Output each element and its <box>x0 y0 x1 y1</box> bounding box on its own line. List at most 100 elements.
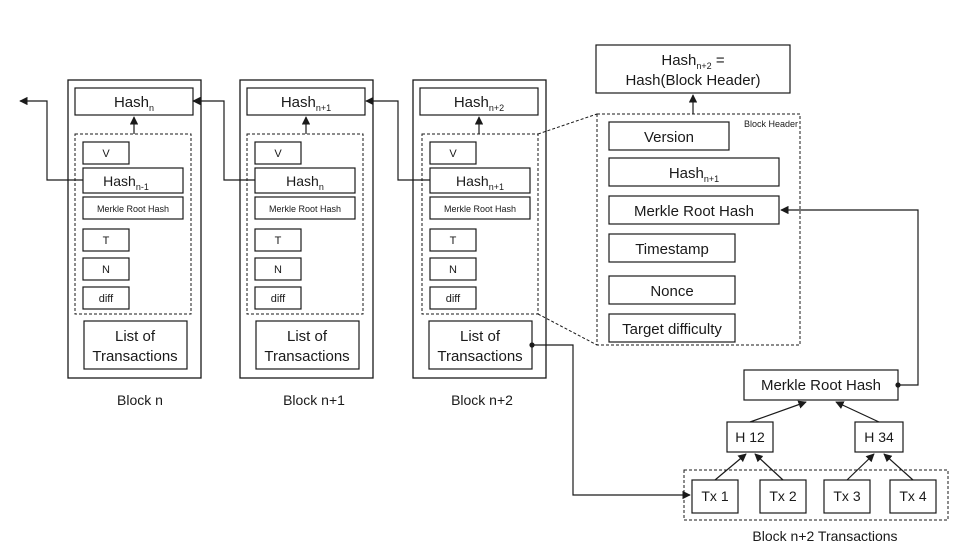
block-n1-hash-box <box>246 87 366 116</box>
block-n1-tx-list-box <box>255 320 360 370</box>
block-n-n-label: N <box>102 264 110 276</box>
tx1-box <box>691 479 739 514</box>
block-n2-hash-label: Hashn+2 <box>454 94 504 113</box>
block-n1-merkle-label: Merkle Root Hash <box>269 204 341 214</box>
block-n-diff-box <box>82 286 130 310</box>
tx2-box <box>759 479 807 514</box>
header-nonce-box <box>608 275 736 305</box>
header-merkle-label: Merkle Root Hash <box>634 203 754 220</box>
block-n1-merkle-box <box>254 196 356 220</box>
block-n2-merkle-box <box>429 196 531 220</box>
tx2-to-h12-edge <box>754 453 784 481</box>
header-prev-hash-label: Hashn+1 <box>669 165 719 184</box>
block-n1-header-region <box>246 133 364 315</box>
block-n2-t-box <box>429 228 477 252</box>
tx3-box <box>823 479 871 514</box>
block-n2-diff-label: diff <box>446 293 461 305</box>
block-n2-diff-box <box>429 286 477 310</box>
tx4-box <box>889 479 937 514</box>
block-n1-v-label: V <box>274 148 282 160</box>
tx1-label: Tx 1 <box>701 488 728 504</box>
tx2-label: Tx 2 <box>769 488 796 504</box>
block-n-v-label: V <box>102 148 110 160</box>
h34-label: H 34 <box>864 429 894 445</box>
h12-label: H 12 <box>735 429 765 445</box>
block-n-hash-label: Hashn <box>114 94 154 113</box>
block-n-tx-list-line1: List of <box>115 328 156 345</box>
header-prev-hash-box <box>608 157 780 187</box>
tx4-label: Tx 4 <box>899 488 926 504</box>
transactions-caption: Block n+2 Transactions <box>752 528 897 544</box>
header-version-box <box>608 121 730 151</box>
hash-formula-line2: Hash(Block Header) <box>625 72 760 89</box>
block-n1-t-box <box>254 228 302 252</box>
block-n2-tx-list-box <box>428 320 533 370</box>
block-n2-header-region <box>421 133 539 315</box>
hash-formula-box <box>595 44 791 94</box>
chain-link-n2-to-n1 <box>365 96 430 181</box>
header-timestamp-box <box>608 233 736 263</box>
block-n-merkle-label: Merkle Root Hash <box>97 204 169 214</box>
block-n1-t-label: T <box>275 235 282 247</box>
h12-to-root-edge <box>749 400 807 423</box>
block-n-tx-list-box <box>83 320 188 370</box>
block-n2-n-box <box>429 257 477 281</box>
block-n2-v-box <box>429 141 477 165</box>
tx3-to-h34-edge <box>846 453 875 481</box>
block-n1-prev-hash-label: Hashn <box>286 173 324 192</box>
block-n2-v-label: V <box>449 148 457 160</box>
header-merkle-box <box>608 195 780 225</box>
block-n1-caption: Block n+1 <box>283 392 345 408</box>
block-header-panel <box>596 113 801 346</box>
block-n-t-box <box>82 228 130 252</box>
block-n-n-box <box>82 257 130 281</box>
block-n1-n-box <box>254 257 302 281</box>
block-n1-tx-list-line2: Transactions <box>264 348 349 365</box>
block-n1-n-label: N <box>274 264 282 276</box>
h34-box <box>854 421 904 453</box>
header-target-label: Target difficulty <box>622 321 722 338</box>
header-timestamp-label: Timestamp <box>635 241 709 258</box>
block-n-diff-label: diff <box>99 293 114 305</box>
h34-to-root-edge <box>835 401 880 423</box>
block-n2-prev-hash-label: Hashn+1 <box>456 173 504 192</box>
block-n2-tx-list-line1: List of <box>460 328 501 345</box>
block-n-merkle-box <box>82 196 184 220</box>
merkle-root-box <box>743 369 899 401</box>
block-n1-hash-label: Hashn+1 <box>281 94 331 113</box>
block-n-hash-box <box>74 87 194 116</box>
block-n2-hash-box <box>419 87 539 116</box>
block-header-label: Block Header <box>744 119 798 129</box>
chain-link-to-previous <box>19 96 83 181</box>
block-n-header-region <box>74 133 192 315</box>
block-n2-t-label: T <box>450 235 457 247</box>
block-n-t-label: T <box>103 235 110 247</box>
block-n-caption: Block n <box>117 392 163 408</box>
block-n1-diff-box <box>254 286 302 310</box>
block-n1-v-box <box>254 141 302 165</box>
chain-link-n1-to-n <box>192 96 255 181</box>
merkle-root-label: Merkle Root Hash <box>761 377 881 394</box>
tx3-label: Tx 3 <box>833 488 860 504</box>
block-n2-merkle-label: Merkle Root Hash <box>444 204 516 214</box>
header-version-label: Version <box>644 129 694 146</box>
root-to-header-connector <box>780 205 919 386</box>
block-n2-tx-list-line2: Transactions <box>437 348 522 365</box>
header-nonce-label: Nonce <box>650 283 693 300</box>
block-n-tx-list-line2: Transactions <box>92 348 177 365</box>
header-target-box <box>608 313 736 343</box>
hash-formula-line1: Hashn+2 = <box>661 52 724 71</box>
zoom-line-top <box>537 113 598 135</box>
block-n2-caption: Block n+2 <box>451 392 513 408</box>
block-n1-prev-hash-box <box>254 167 356 194</box>
block-n1-diff-label: diff <box>271 293 286 305</box>
block-n-v-box <box>82 141 130 165</box>
tx1-to-h12-edge <box>714 453 747 481</box>
tx-list-to-transactions-connector <box>532 344 691 500</box>
block-n2-n-label: N <box>449 264 457 276</box>
block-n-prev-hash-label: Hashn-1 <box>103 173 149 192</box>
tx4-to-h34-edge <box>883 453 914 481</box>
block-n2-prev-hash-box <box>429 167 531 194</box>
block-n1-tx-list-line1: List of <box>287 328 328 345</box>
